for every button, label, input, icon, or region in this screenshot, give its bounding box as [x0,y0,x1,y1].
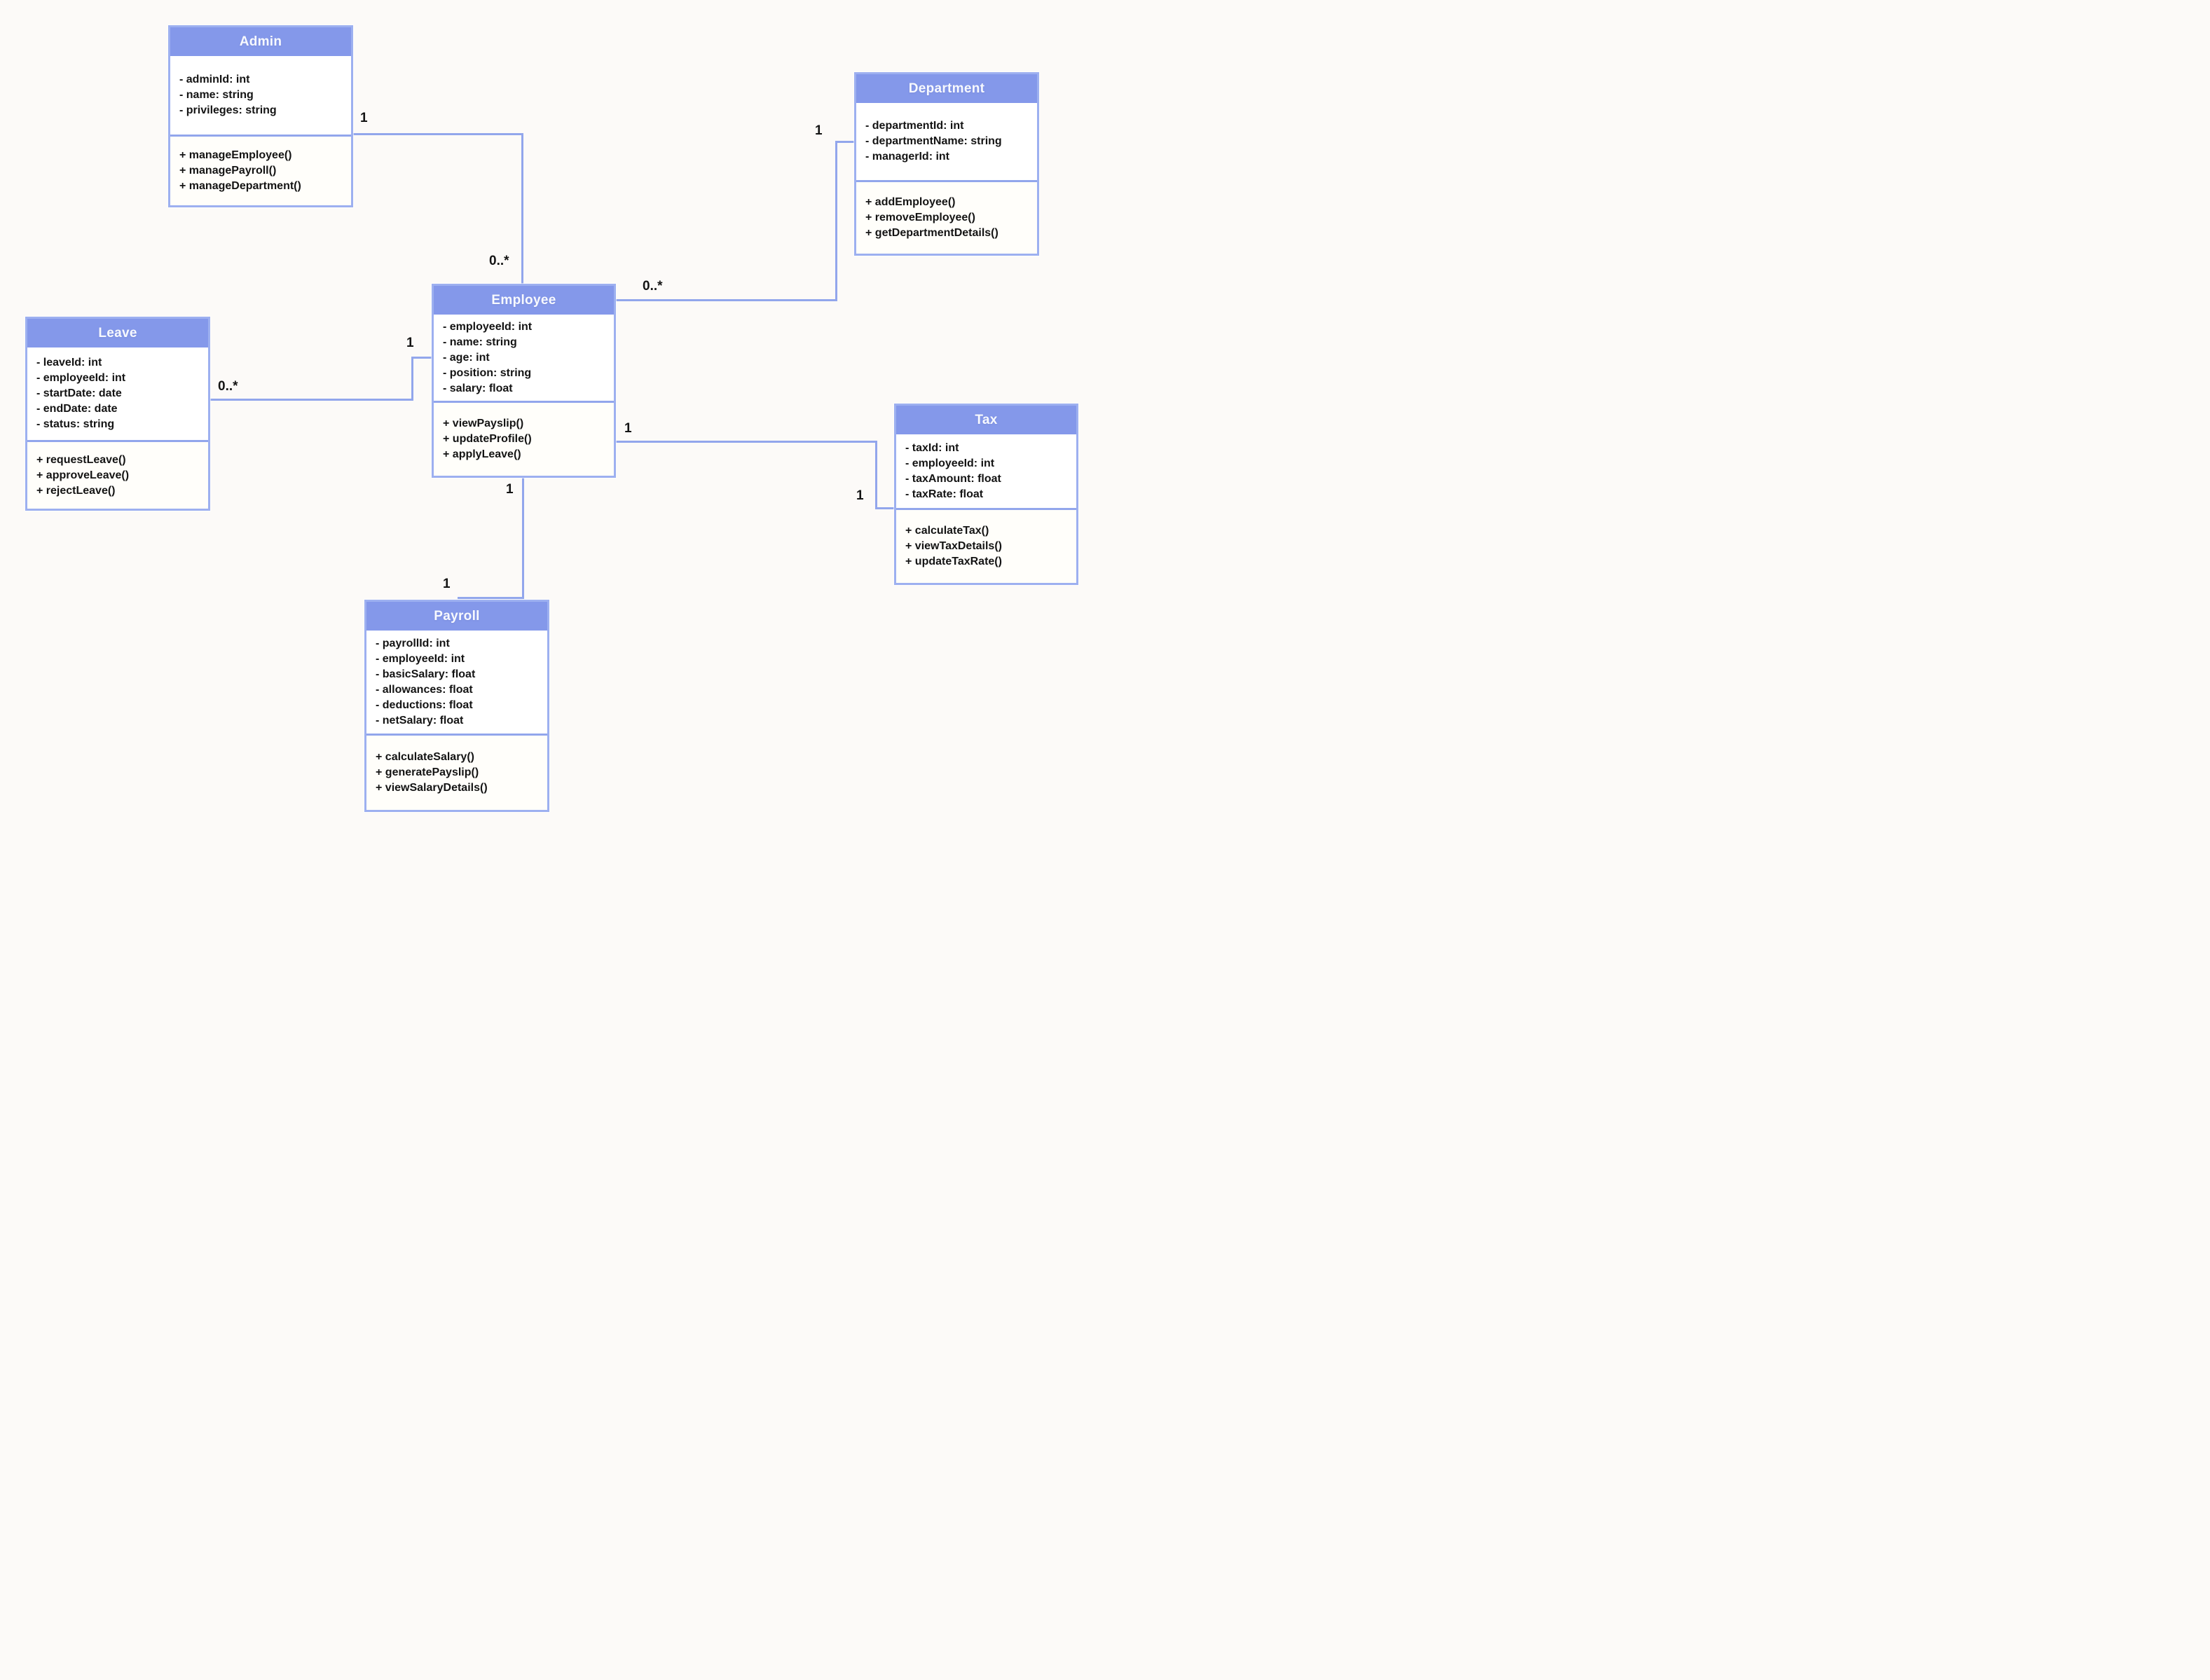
class-header-payroll: Payroll [366,602,547,631]
attribute-row: - taxRate: float [905,488,984,500]
connector-leave-employee-segment [411,357,413,401]
multiplicity-label-employee-end: 0..* [489,254,509,268]
class-title-tax: Tax [975,412,998,427]
class-header-employee: Employee [434,286,614,315]
method-row: + applyLeave() [443,448,521,460]
attribute-row: - privileges: string [179,104,277,116]
methods-section-admin: + manageEmployee() + managePayroll() + m… [170,137,351,205]
attribute-row: - employeeId: int [905,457,995,469]
attributes-section-leave: - leaveId: int - employeeId: int - start… [27,347,208,442]
attribute-row: - age: int [443,351,490,364]
method-row: + calculateTax() [905,525,989,537]
class-title-admin: Admin [239,34,282,49]
attribute-row: - salary: float [443,382,513,394]
methods-section-employee: + viewPayslip() + updateProfile() + appl… [434,403,614,476]
attributes-section-tax: - taxId: int - employeeId: int - taxAmou… [896,434,1076,510]
methods-section-department: + addEmployee() + removeEmployee() + get… [856,182,1037,254]
connector-department-employee-segment [835,141,854,143]
class-header-leave: Leave [27,319,208,347]
attributes-section-employee: - employeeId: int - name: string - age: … [434,315,614,403]
method-row: + manageEmployee() [179,149,292,161]
attribute-row: - name: string [179,89,254,101]
multiplicity-label-employee-end: 1 [406,336,414,350]
methods-section-leave: + requestLeave() + approveLeave() + reje… [27,442,208,509]
attribute-row: - deductions: float [376,698,473,711]
class-box-admin: Admin - adminId: int - name: string - pr… [168,25,353,207]
class-box-tax: Tax - taxId: int - employeeId: int - tax… [894,404,1078,585]
multiplicity-label-payroll-end: 1 [443,577,451,591]
connector-leave-employee-segment [210,399,413,401]
multiplicity-label-employee-end: 1 [506,482,514,497]
attribute-row: - status: string [36,418,115,430]
methods-section-tax: + calculateTax() + viewTaxDetails() + up… [896,510,1076,583]
connector-admin-employee-segment [521,133,523,284]
connector-employee-tax-segment [616,441,877,443]
method-row: + viewSalaryDetails() [376,782,488,794]
attribute-row: - basicSalary: float [376,668,476,680]
attribute-row: - startDate: date [36,387,122,399]
attribute-row: - departmentId: int [865,120,964,132]
method-row: + viewTaxDetails() [905,540,1002,552]
multiplicity-label-employee-end: 1 [624,421,632,436]
connector-department-employee-segment [835,141,837,301]
multiplicity-label-employee-end: 0..* [643,279,663,294]
class-box-employee: Employee - employeeId: int - name: strin… [432,284,616,478]
class-title-department: Department [908,81,985,96]
method-row: + generatePayslip() [376,766,479,778]
connector-employee-payroll-segment [458,597,524,599]
method-row: + rejectLeave() [36,484,116,497]
method-row: + approveLeave() [36,469,130,481]
multiplicity-label-admin-end: 1 [360,111,368,125]
uml-class-diagram: 1 0..* 1 0..* 0..* 1 1 1 1 1 Admin - adm… [0,0,1105,840]
attribute-row: - endDate: date [36,403,118,415]
attribute-row: - departmentName: string [865,135,1002,147]
attribute-row: - adminId: int [179,74,250,85]
attribute-row: - taxAmount: float [905,472,1001,485]
multiplicity-label-tax-end: 1 [856,488,864,503]
attribute-row: - employeeId: int [376,652,465,665]
connector-leave-employee-segment [411,357,432,359]
method-row: + manageDepartment() [179,180,301,192]
connector-employee-tax-segment [875,507,894,509]
method-row: + viewPayslip() [443,418,524,429]
connector-employee-tax-segment [875,441,877,509]
attributes-section-payroll: - payrollId: int - employeeId: int - bas… [366,631,547,736]
attribute-row: - allowances: float [376,683,473,696]
method-row: + addEmployee() [865,196,956,208]
attribute-row: - managerId: int [865,151,950,163]
methods-section-payroll: + calculateSalary() + generatePayslip() … [366,736,547,810]
class-box-department: Department - departmentId: int - departm… [854,72,1039,256]
method-row: + requestLeave() [36,453,126,466]
method-row: + calculateSalary() [376,751,474,763]
attributes-section-admin: - adminId: int - name: string - privileg… [170,56,351,137]
attribute-row: - employeeId: int [443,320,533,333]
method-row: + removeEmployee() [865,212,975,223]
attribute-row: - payrollId: int [376,637,450,649]
connector-admin-employee-segment [352,133,523,135]
multiplicity-label-department-end: 1 [815,123,823,138]
attribute-row: - employeeId: int [36,372,126,384]
method-row: + managePayroll() [179,165,277,177]
attribute-row: - position: string [443,366,532,379]
attribute-row: - leaveId: int [36,357,102,369]
connector-employee-payroll-segment [522,478,524,599]
method-row: + updateProfile() [443,433,532,445]
method-row: + updateTaxRate() [905,556,1002,567]
multiplicity-label-leave-end: 0..* [218,379,238,394]
method-row: + getDepartmentDetails() [865,227,998,239]
attributes-section-department: - departmentId: int - departmentName: st… [856,103,1037,182]
class-box-payroll: Payroll - payrollId: int - employeeId: i… [364,600,549,812]
class-title-leave: Leave [98,325,137,340]
class-header-department: Department [856,74,1037,103]
class-title-payroll: Payroll [434,608,480,624]
class-title-employee: Employee [491,292,556,308]
attribute-row: - taxId: int [905,441,959,454]
class-header-admin: Admin [170,27,351,56]
class-box-leave: Leave - leaveId: int - employeeId: int -… [25,317,210,511]
attribute-row: - netSalary: float [376,714,464,727]
attribute-row: - name: string [443,336,517,348]
class-header-tax: Tax [896,406,1076,434]
connector-department-employee-segment [616,299,837,301]
